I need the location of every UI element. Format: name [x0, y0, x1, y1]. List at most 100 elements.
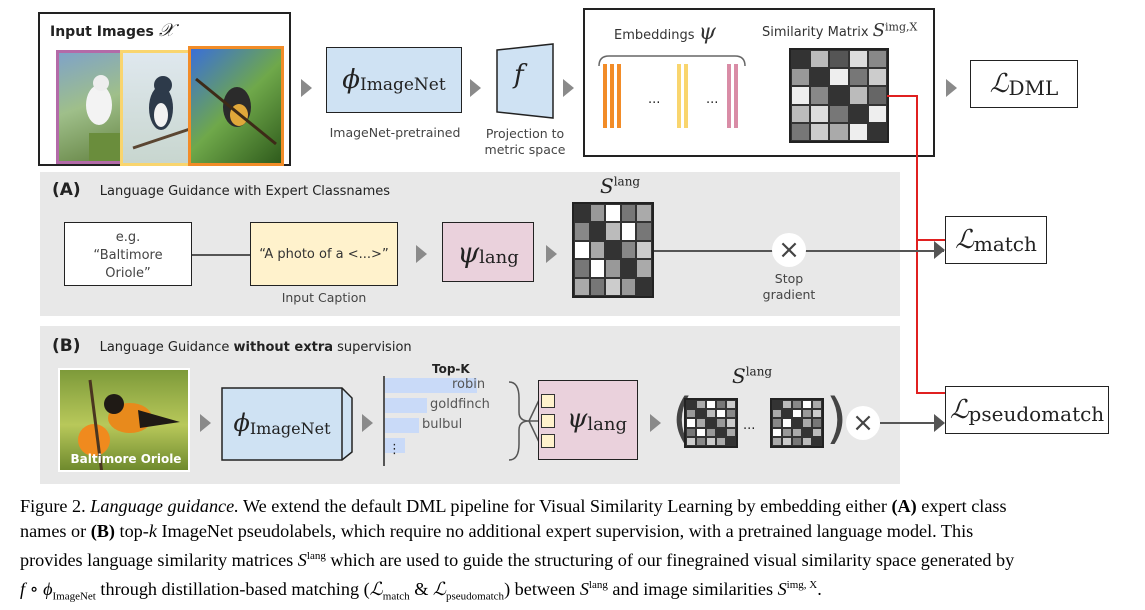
caption-l3-sup: lang	[306, 550, 326, 562]
caption-l2-k: k	[148, 521, 157, 541]
topk-bar-2	[385, 398, 427, 413]
arrow-b4	[934, 414, 945, 432]
loss-match-sub: match	[973, 232, 1037, 256]
psi-symbol-a: ψ	[457, 235, 480, 269]
loss-pseudomatch-sub: pseudomatch	[968, 402, 1105, 426]
example-classname-box: e.g. “Baltimore Oriole”	[64, 222, 192, 286]
connector-a1	[192, 254, 250, 256]
f-symbol: f	[514, 60, 524, 90]
topk-item-2: goldfinch	[430, 397, 490, 412]
topk-axis	[383, 376, 385, 466]
caption-l1-bold: (A)	[891, 496, 917, 516]
phi-imagenet-box-b	[221, 387, 353, 461]
embeddings-label: Embeddings	[614, 28, 695, 43]
caption-l1b: We extend the default DML pipeline for V…	[238, 496, 892, 516]
caption-l4c: ) between	[504, 579, 580, 600]
caption-template: “A photo of a <...>”	[259, 246, 389, 262]
caption-l4-sub: ImageNet	[52, 590, 96, 603]
embeddings-symbol: ψ	[698, 20, 716, 45]
stop-gradient-label: Stop gradient	[748, 271, 830, 303]
caption-l2-bold: (B)	[90, 521, 115, 541]
red-connector-lines	[887, 95, 947, 394]
input-images-label: Input Images	[50, 24, 154, 40]
similarity-matrix-img	[789, 48, 889, 143]
connector-b1	[880, 422, 938, 424]
phi-imagenet-sub-b: ImageNet	[249, 418, 331, 438]
topk-item-1: robin	[452, 377, 486, 392]
panel-b-title-suffix: supervision	[333, 340, 412, 355]
topk-bar-4	[385, 438, 405, 453]
loss-dml-sub: DML	[1008, 76, 1059, 100]
caption-l3a: provides language similarity matrices	[20, 550, 298, 571]
caption-l4-sup1: lang	[588, 579, 608, 592]
caption-l1-italic: Language guidance.	[90, 496, 239, 516]
bracket-right: )	[826, 387, 848, 450]
panel-b-title-bold: without extra	[233, 340, 334, 355]
topk-bar-1	[385, 378, 477, 393]
caption-l4-m2: pseudomatch	[446, 590, 505, 603]
topk-more: ⋮	[388, 442, 401, 457]
caption-l4a: ∘	[25, 579, 44, 600]
arrow-4	[946, 79, 957, 97]
caption-l1a: Figure 2.	[20, 496, 91, 516]
arrow-3	[563, 79, 574, 97]
input-images-title: Input Images 𝒳	[50, 20, 174, 41]
input-images-box: Input Images 𝒳	[38, 12, 291, 166]
topk-item-3: bulbul	[422, 417, 463, 432]
caption-l4d: and image similarities	[607, 579, 778, 600]
embedding-bars	[598, 55, 746, 128]
arrow-2	[470, 79, 481, 97]
phi-symbol-b: ϕ	[233, 409, 250, 437]
psi-lang-sub-a: lang	[479, 246, 519, 268]
brace-icon	[508, 381, 540, 461]
s-lang-matrix-b1	[684, 398, 738, 448]
token-slot-3	[541, 434, 555, 448]
input-caption-label: Input Caption	[281, 290, 367, 305]
arrow-1	[301, 79, 312, 97]
caption-l4b: through distillation-based matching (	[95, 579, 370, 600]
token-slot-1	[541, 394, 555, 408]
example-line-1: e.g.	[115, 230, 141, 245]
oriole-label: Baltimore Oriole	[70, 452, 182, 466]
s-lang-label-b: Slang	[732, 364, 773, 388]
arrow-a2	[546, 245, 557, 263]
psi-symbol-b: ψ	[567, 404, 588, 434]
s-lang-label-a: Slang	[600, 174, 641, 198]
caption-l4-amp: &	[409, 579, 433, 600]
arrow-a1	[416, 245, 427, 263]
stop-gradient-icon: ×	[772, 233, 806, 267]
projection-label-2: metric space	[484, 142, 566, 157]
caption-l3b: which are used to guide the structuring …	[325, 550, 1015, 571]
similarity-matrix-label: Similarity Matrix	[762, 25, 869, 40]
matrix-dots: ...	[743, 418, 756, 433]
panel-a-title: Language Guidance with Expert Classnames	[99, 184, 391, 199]
embedding-dots-1: ...	[648, 92, 661, 107]
caption-line-3: provides language similarity matrices Sl…	[20, 550, 1015, 571]
similarity-matrix-title: Similarity Matrix Simg,X	[762, 20, 917, 41]
stop-gradient-icon-b: ×	[846, 406, 880, 440]
input-caption-box: “A photo of a <...>”	[250, 222, 398, 286]
token-slot-2	[541, 414, 555, 428]
loss-pseudomatch-L: ℒ	[949, 395, 969, 425]
s-lang-matrix-b2	[770, 398, 824, 448]
figure-caption: Figure 2. Language guidance. We extend t…	[20, 494, 1135, 610]
s-img-sup: img,X	[885, 20, 918, 34]
caption-l1c: expert class	[916, 496, 1007, 516]
arrow-a3	[934, 241, 945, 259]
caption-l4-m1: match	[382, 590, 410, 603]
caption-line-2: names or (B) top-k ImageNet pseudolabels…	[20, 519, 1135, 544]
caption-line-4: f ∘ ϕImageNet through distillation-based…	[20, 579, 822, 603]
arrow-b3	[650, 414, 661, 432]
panel-b-title-prefix: Language Guidance	[99, 340, 234, 355]
embedding-dots-2: ...	[706, 92, 719, 107]
imagenet-pretrained-label: ImageNet-pretrained	[329, 125, 461, 140]
loss-dml-L: ℒ	[989, 69, 1009, 99]
input-photo-3	[188, 46, 284, 166]
panel-a-tag: (A)	[52, 180, 81, 200]
arrow-b2	[362, 414, 373, 432]
